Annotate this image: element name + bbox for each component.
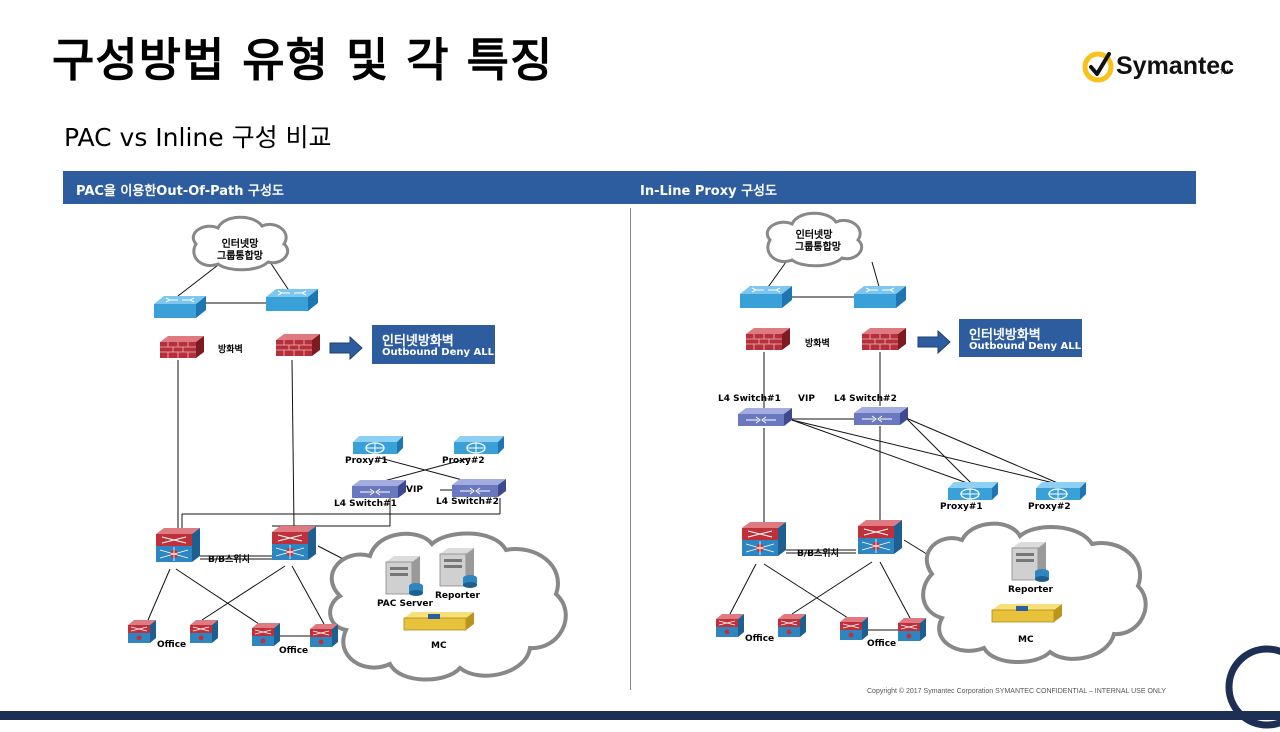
left-switch-1-icon <box>153 295 207 319</box>
left-cloud-line1: 인터넷망 <box>222 237 260 250</box>
symantec-logo-icon <box>1082 51 1114 83</box>
right-column-header: In-Line Proxy 구성도 <box>640 184 777 199</box>
left-pac-server-label: PAC Server <box>377 599 433 609</box>
right-cloud-line2: 그룹통합망 <box>795 240 842 253</box>
left-reporter-label: Reporter <box>435 591 481 601</box>
left-vip-label: VIP <box>406 485 423 495</box>
slide-title: 구성방법 유형 및 각 특징 <box>52 33 554 87</box>
left-cloud-line2: 그룹통합망 <box>217 249 264 262</box>
right-proxy-2-label: Proxy#2 <box>1028 502 1071 512</box>
right-office-2-label: Office <box>867 639 896 649</box>
left-arrow-icon <box>329 336 363 360</box>
left-mc-label: MC <box>431 641 447 651</box>
footer-bar <box>0 711 1280 720</box>
left-proxy-1-icon <box>352 435 404 455</box>
left-bb-switch-2-icon <box>271 525 317 561</box>
corner-ring-icon <box>1225 645 1280 729</box>
left-firewall-note: 인터넷방화벽 Outbound Deny ALL <box>372 325 495 364</box>
left-column-header: PAC을 이용한Out-Of-Path 구성도 <box>76 184 284 199</box>
right-firewall-label: 방화벽 <box>805 337 830 349</box>
right-bb-switch-2-icon <box>857 519 903 555</box>
right-l4-2-label: L4 Switch#2 <box>834 394 897 404</box>
right-office-2a-icon <box>839 616 869 641</box>
right-office-1b-icon <box>777 613 807 638</box>
left-diagram: 인터넷망 그룹통합망 방화벽 Proxy#1 Proxy#2 VIP L4 Sw… <box>127 215 568 682</box>
right-proxy-2-icon <box>1035 481 1087 501</box>
right-reporter-label: Reporter <box>1008 585 1054 595</box>
right-firewall-note: 인터넷방화벽 Outbound Deny ALL <box>959 319 1082 357</box>
left-office-1-label: Office <box>157 640 186 650</box>
left-reporter-icon <box>439 547 478 589</box>
left-office-2-label: Office <box>279 646 308 656</box>
right-office-1a-icon <box>715 613 745 638</box>
left-switch-2-icon <box>265 288 319 312</box>
left-pac-server-icon <box>385 555 424 597</box>
copyright-text: Copyright © 2017 Symantec Corporation SY… <box>867 688 1166 695</box>
right-l4-2-icon <box>853 406 909 426</box>
right-bb-switch-1-icon <box>741 521 787 557</box>
right-proxy-1-icon <box>947 481 999 501</box>
left-firewall-label: 방화벽 <box>218 343 243 355</box>
logo-tm: TM <box>1220 70 1229 76</box>
right-vip-label: VIP <box>798 394 815 404</box>
right-bb-switch-label: B/B스위치 <box>797 547 839 559</box>
right-firewall-2-icon <box>861 327 907 351</box>
left-note-line2: Outbound Deny ALL <box>382 347 494 358</box>
left-proxy-1-label: Proxy#1 <box>345 456 388 466</box>
left-l4-1-icon <box>351 479 407 499</box>
right-arrow-icon <box>917 330 951 354</box>
right-note-line1: 인터넷방화벽 <box>969 328 1041 343</box>
right-diagram: 인터넷망 그룹통합망 방화벽 L4 Switch#1 VIP L4 Switch… <box>715 211 1148 664</box>
left-office-2a-icon <box>251 622 281 647</box>
left-l4-1-label: L4 Switch#1 <box>334 499 397 509</box>
right-reporter-icon <box>1011 541 1050 583</box>
left-bb-switch-label: B/B스위치 <box>208 553 250 565</box>
right-switch-2-icon <box>853 285 907 309</box>
left-proxy-2-label: Proxy#2 <box>442 456 485 466</box>
right-switch-1-icon <box>739 285 793 309</box>
left-firewall-2-icon <box>275 333 321 357</box>
left-l4-2-icon <box>451 478 507 498</box>
right-proxy-1-label: Proxy#1 <box>940 502 983 512</box>
column-divider <box>630 208 631 690</box>
right-office-1-label: Office <box>745 634 774 644</box>
column-header-bar <box>63 171 1196 204</box>
slide-subtitle: PAC vs Inline 구성 비교 <box>64 123 332 152</box>
left-bb-switch-1-icon <box>155 527 201 563</box>
right-l4-1-icon <box>737 407 793 427</box>
left-firewall-1-icon <box>159 335 205 359</box>
right-l4-1-label: L4 Switch#1 <box>718 394 781 404</box>
left-l4-2-label: L4 Switch#2 <box>436 497 499 507</box>
right-firewall-1-icon <box>745 327 791 351</box>
right-cloud-line1: 인터넷망 <box>796 228 834 241</box>
left-note-line1: 인터넷방화벽 <box>382 334 454 349</box>
left-office-1a-icon <box>127 619 157 644</box>
right-office-2b-icon <box>897 617 927 642</box>
right-mc-label: MC <box>1018 635 1034 645</box>
left-proxy-2-icon <box>453 435 505 455</box>
right-mc-icon <box>991 603 1063 623</box>
left-mc-icon <box>403 611 475 631</box>
right-note-line2: Outbound Deny ALL <box>969 341 1081 352</box>
left-office-2b-icon <box>309 623 339 648</box>
left-office-1b-icon <box>189 619 219 644</box>
logo-text: Symantec <box>1116 52 1235 80</box>
